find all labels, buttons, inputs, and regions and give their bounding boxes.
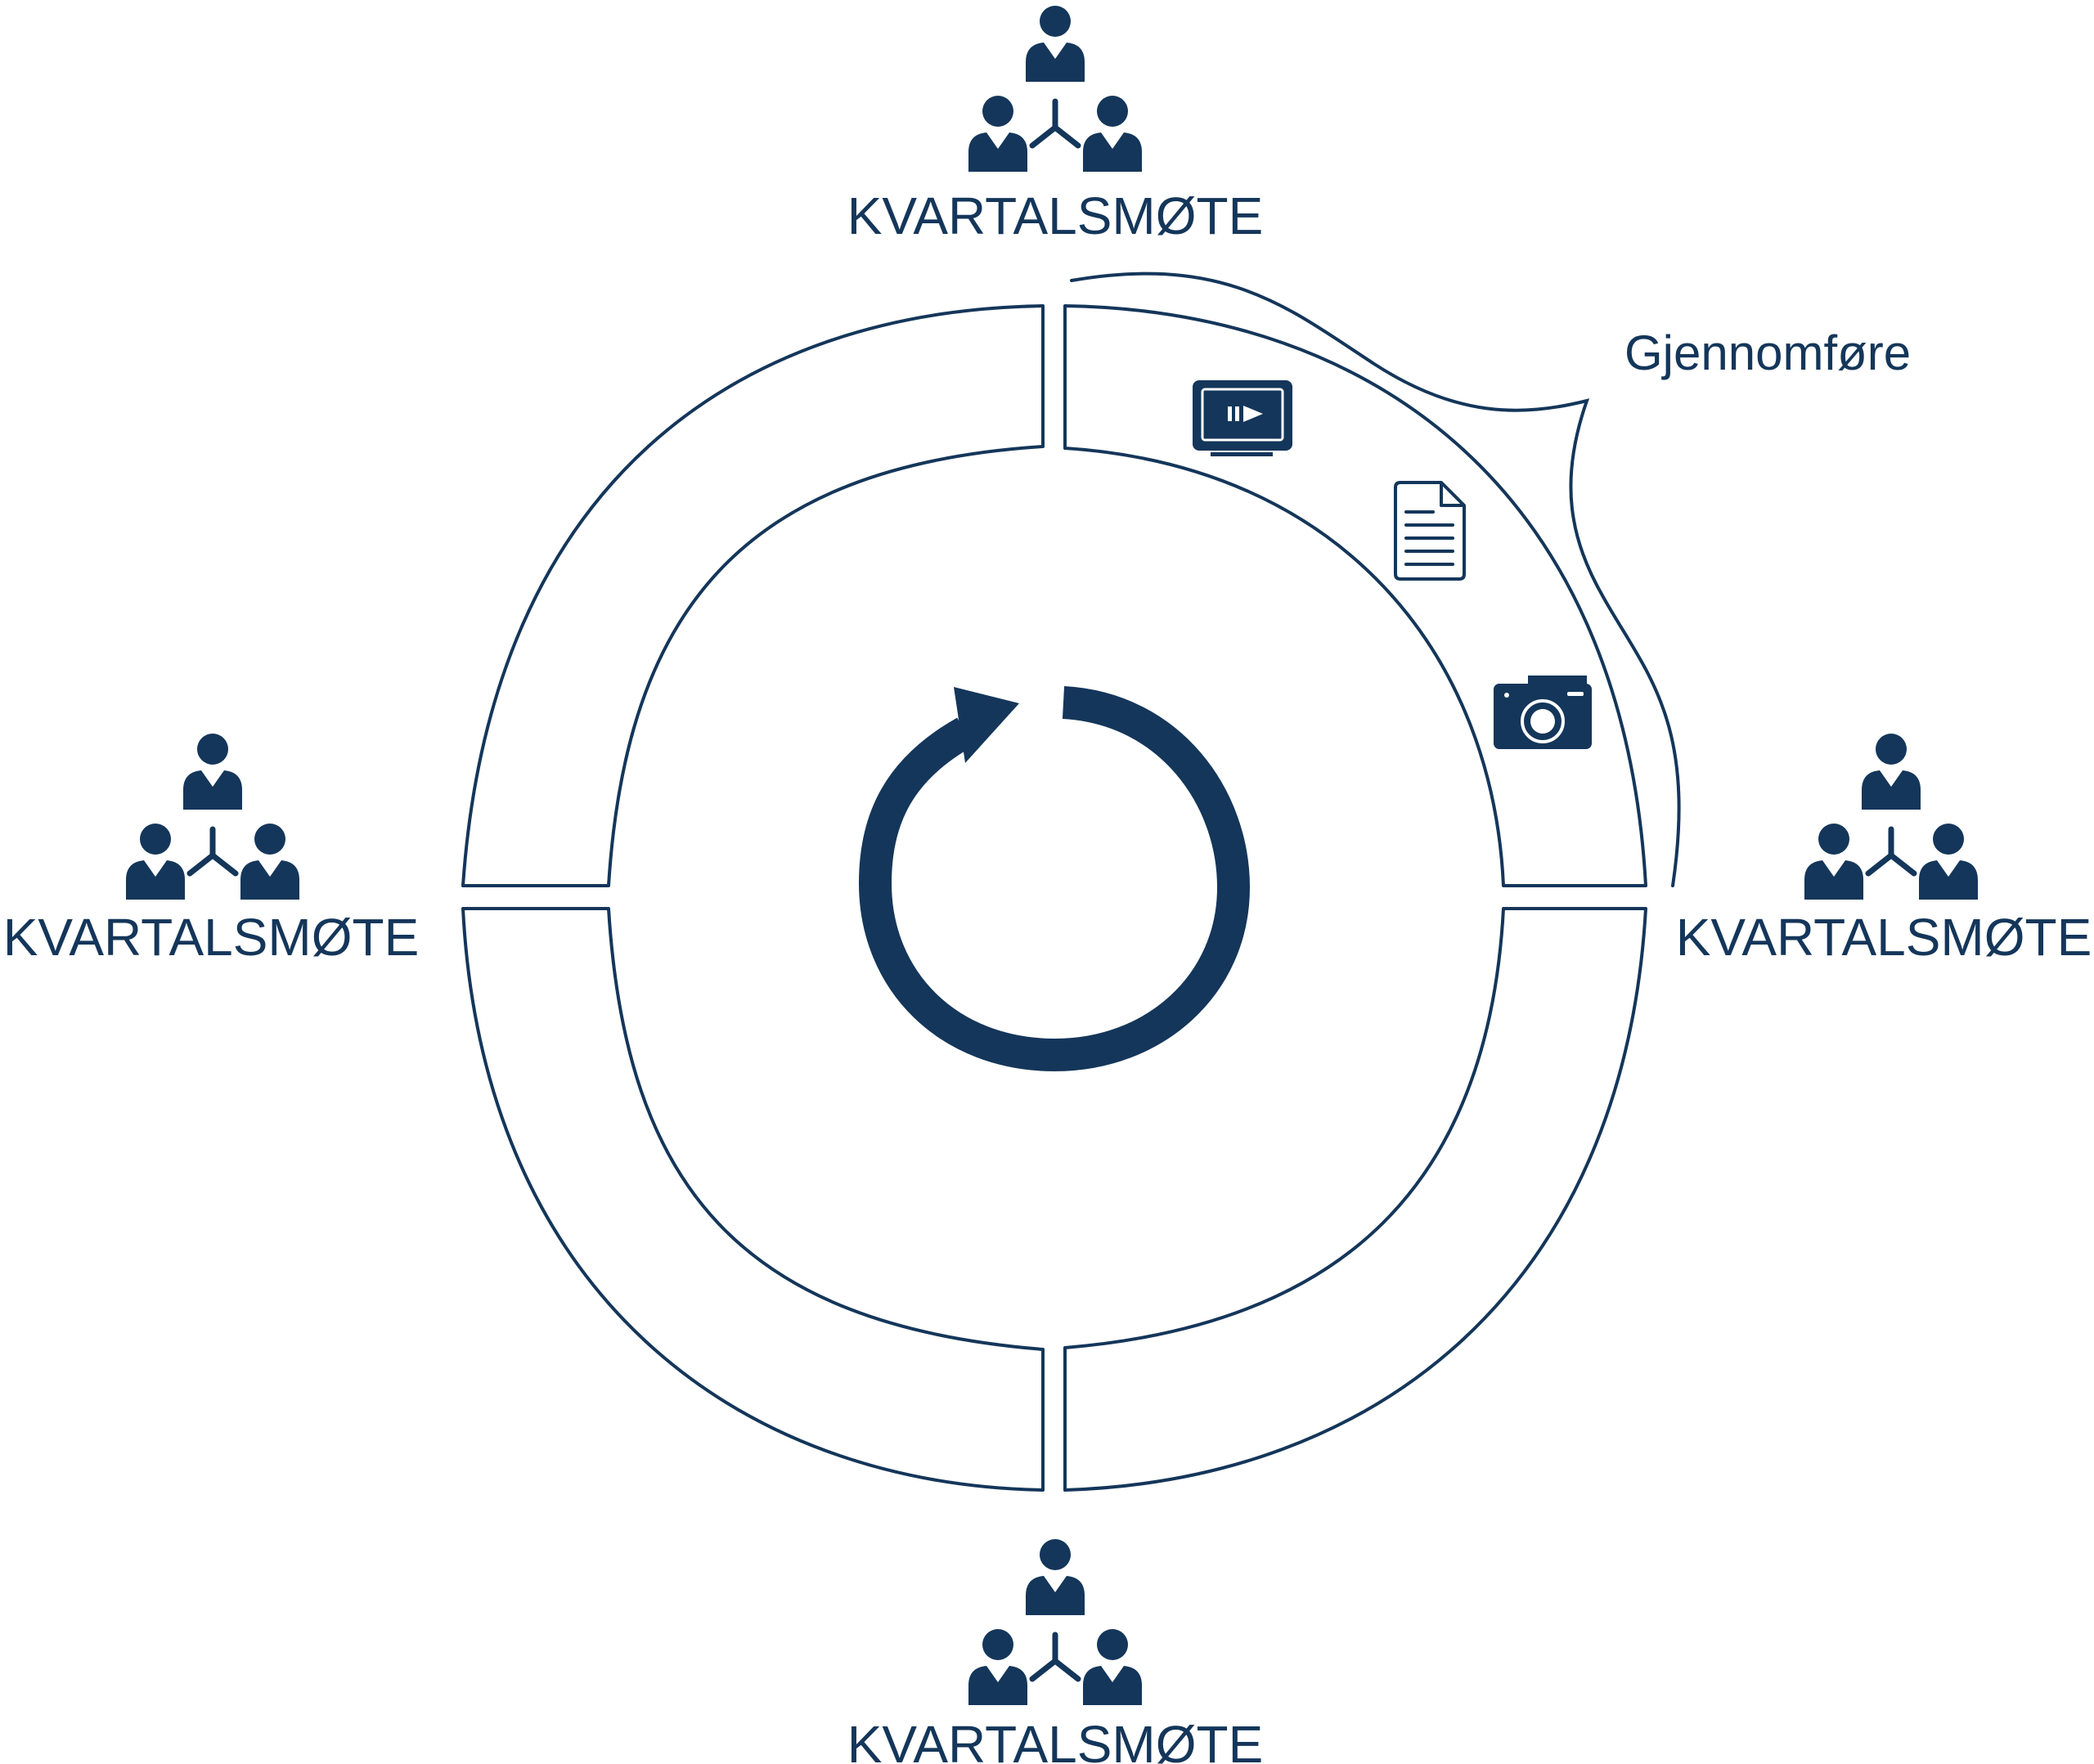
document-icon xyxy=(1394,481,1466,581)
ring-segment-bottom-right xyxy=(1063,907,1647,1492)
label-top: KVARTALSMØTE xyxy=(847,186,1264,245)
label-left: KVARTALSMØTE xyxy=(3,908,420,967)
meeting-group-icon-top xyxy=(968,6,1142,172)
cycle-ring xyxy=(461,304,1647,1492)
callout-outline xyxy=(1070,272,1681,887)
monitor-play-icon xyxy=(1193,380,1292,456)
label-callout: Gjennomføre xyxy=(1624,325,1911,380)
cycle-arrow-icon xyxy=(858,686,1251,1072)
ring-segment-top-left xyxy=(461,304,1045,887)
label-bottom: KVARTALSMØTE xyxy=(847,1715,1264,1764)
meeting-group-icon-left xyxy=(126,734,299,900)
label-right: KVARTALSMØTE xyxy=(1676,908,2092,967)
meeting-group-icon-right xyxy=(1804,734,1978,900)
ring-segment-top-right xyxy=(1063,304,1647,887)
ring-segment-bottom-left xyxy=(461,907,1045,1492)
camera-icon xyxy=(1494,676,1592,749)
meeting-group-icon-bottom xyxy=(968,1539,1142,1705)
